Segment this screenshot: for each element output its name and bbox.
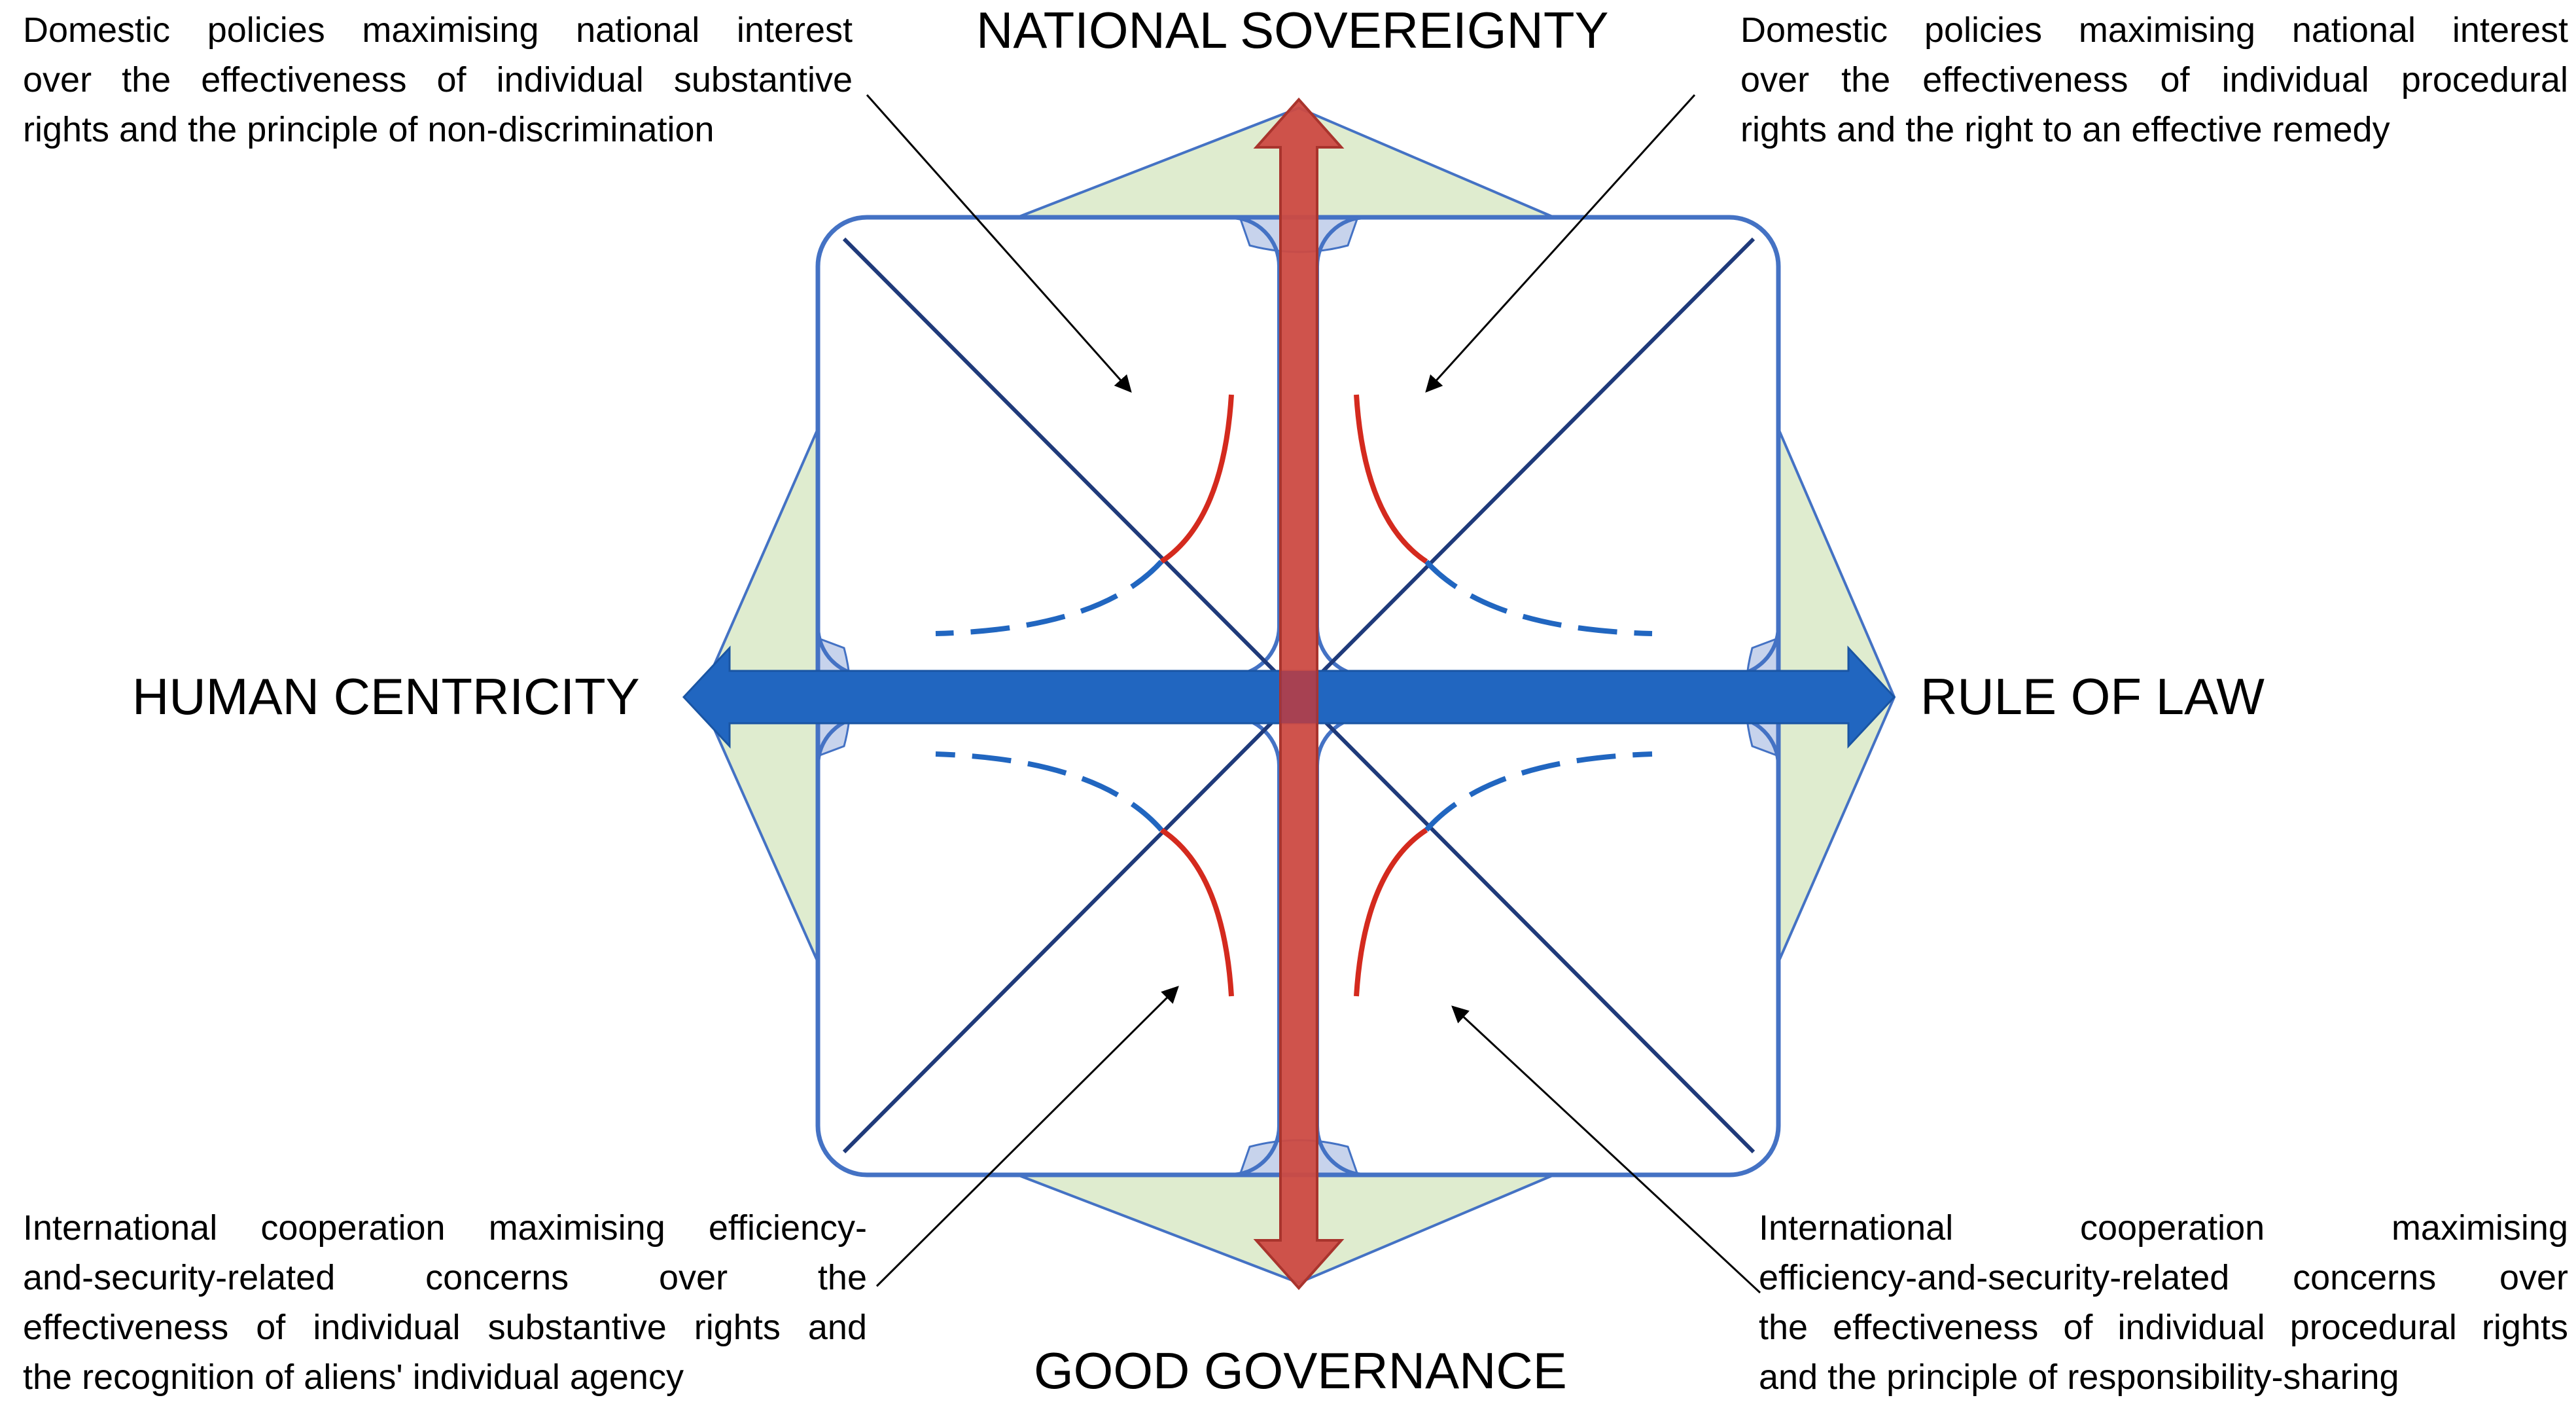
note-top-left: Domestic policies maximising national in… (23, 5, 853, 154)
blue-dash-bottom-left (935, 751, 1164, 832)
blue-dash-bottom-right (1424, 751, 1653, 832)
note-line: the recognition of aliens' individual ag… (23, 1357, 684, 1397)
note-bottom-left: International cooperation maximising eff… (23, 1203, 867, 1402)
blue-dash-top-right (1424, 560, 1653, 636)
pointer-lines (866, 94, 1761, 1294)
note-line: International cooperation maximising eff… (23, 1208, 867, 1248)
note-bottom-right: International cooperation maximising eff… (1759, 1203, 2568, 1402)
blue-dash-top-left (935, 560, 1163, 636)
blue-dashed-curves (935, 560, 1653, 832)
red-curve-top-left (1159, 394, 1234, 564)
axis-label-right: RULE OF LAW (1920, 668, 2265, 725)
note-line: the effectiveness of individual procedur… (1759, 1308, 2568, 1347)
centre-overlap (1280, 671, 1317, 723)
note-line: International cooperation maximising (1759, 1208, 2568, 1248)
note-line: effectiveness of individual substantive … (23, 1308, 867, 1347)
note-line: over the effectiveness of individual pro… (1740, 60, 2568, 99)
note-line: and-security-related concerns over the (23, 1258, 867, 1297)
pointer-top-left (866, 94, 1132, 393)
red-curve-bottom-left (1159, 827, 1234, 997)
note-top-right: Domestic policies maximising national in… (1740, 5, 2568, 154)
note-line: efficiency-and-security-related concerns… (1759, 1258, 2568, 1297)
note-line: over the effectiveness of individual sub… (23, 60, 853, 99)
note-line: rights and the right to an effective rem… (1740, 110, 2390, 149)
red-curves (1159, 394, 1428, 997)
axis-label-top: NATIONAL SOVEREIGNTY (976, 1, 1609, 59)
note-line: Domestic policies maximising national in… (1740, 10, 2568, 50)
axis-label-bottom: GOOD GOVERNANCE (1034, 1342, 1567, 1399)
red-curve-bottom-right (1354, 827, 1428, 997)
axis-label-left: HUMAN CENTRICITY (132, 668, 640, 725)
pointer-bottom-right (1451, 1005, 1761, 1294)
note-line: Domestic policies maximising national in… (23, 10, 853, 50)
red-curve-top-right (1354, 394, 1428, 564)
note-line: rights and the principle of non-discrimi… (23, 110, 715, 149)
note-line: and the principle of responsibility-shar… (1759, 1357, 2399, 1397)
pointer-bottom-left (875, 986, 1179, 1287)
pointer-top-right (1425, 94, 1696, 393)
